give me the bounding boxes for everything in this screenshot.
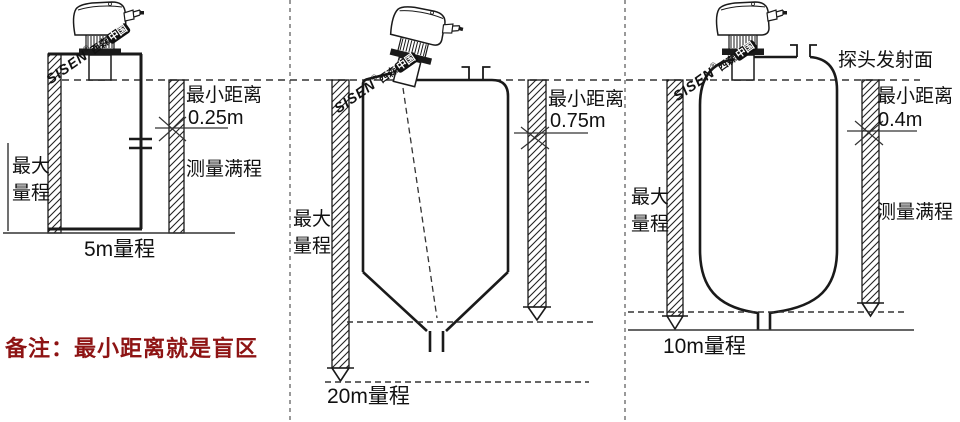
max-range-bar [331, 79, 350, 369]
range-label-20m: 20m量程 [327, 385, 410, 408]
max-range-line2: 量程 [12, 183, 51, 204]
bar-arrow-tip [523, 306, 551, 322]
range-label-5m: 5m量程 [84, 238, 156, 261]
full-scale-label: 测量满程 [186, 159, 263, 180]
max-range-line2: 量程 [631, 214, 670, 235]
max-range-line2: 量程 [293, 236, 332, 257]
min-distance-bar [861, 79, 880, 304]
min-distance-label: 最小距离 [548, 89, 625, 110]
beam-axis-line [402, 87, 438, 319]
max-range-label: 最大 量程 [293, 206, 331, 260]
tank-nozzle [790, 44, 817, 57]
min-distance-value: 0.75m [550, 110, 606, 132]
min-distance-label: 最小距离 [877, 86, 954, 107]
max-range-label: 最大 量程 [631, 184, 669, 238]
max-range-bar [666, 79, 684, 317]
min-distance-value: 0.4m [878, 109, 923, 131]
tank-10m-drawing [628, 1, 917, 331]
min-distance-cross-mark [854, 120, 884, 146]
max-range-line1: 最大 [631, 187, 670, 208]
tank-20m-drawing [325, 1, 596, 383]
bar-arrow-tip [327, 367, 354, 383]
max-range-label: 最大 量程 [12, 153, 50, 207]
probe-face-label: 探头发射面 [838, 50, 934, 72]
min-distance-cross-mark [158, 116, 187, 142]
full-scale-label: 测量满程 [877, 202, 954, 223]
min-distance-value: 0.25m [188, 107, 244, 129]
full-scale-bar [168, 79, 185, 234]
tank-5m-drawing [3, 1, 235, 234]
range-label-10m: 10m量程 [663, 335, 746, 358]
max-range-line1: 最大 [293, 209, 332, 230]
min-distance-cross-mark [520, 126, 550, 150]
tank-nozzle [461, 66, 491, 80]
blind-zone-note: 备注：最小距离就是盲区 [5, 336, 259, 361]
max-range-line1: 最大 [12, 156, 51, 177]
bar-arrow-tip [662, 315, 688, 331]
min-distance-label: 最小距离 [186, 85, 263, 106]
min-distance-bar [527, 79, 547, 308]
bar-arrow-tip [857, 302, 884, 318]
